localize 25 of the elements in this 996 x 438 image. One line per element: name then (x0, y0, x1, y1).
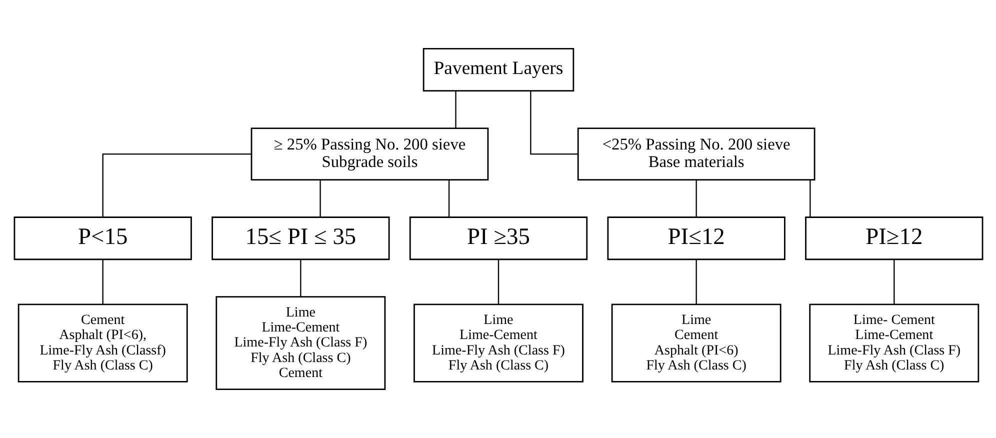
connector (300, 260, 301, 297)
connector (530, 91, 578, 155)
connector (448, 180, 450, 217)
node-box: PI≥12 (804, 216, 983, 260)
connector (695, 180, 696, 217)
node-box: ≥ 25% Passing No. 200 sieve Subgrade soils (250, 128, 488, 180)
connector (893, 260, 894, 304)
node-box: Lime Lime-Cement Lime-Fly Ash (Class F) Fly Ash (Class C) (413, 304, 583, 382)
connector (454, 91, 456, 128)
connector (102, 260, 103, 304)
connector (319, 180, 320, 217)
node-box: P<15 (13, 216, 192, 260)
node-box: Lime Lime-Cement Lime-Fly Ash (Class F) Fly Ash (Class C) Cement (215, 296, 386, 390)
node-box: <25% Passing No. 200 sieve Base materials (576, 128, 815, 180)
node-box: Lime Cement Asphalt (PI<6) Fly Ash (Class C) (610, 304, 781, 382)
node-box: Pavement Layers (422, 48, 574, 92)
node-box: Cement Asphalt (PI<6), Lime-Fly Ash (Classf) Fly Ash (Class C) (17, 304, 188, 382)
connector (497, 260, 499, 304)
node-box: PI ≥35 (408, 216, 588, 260)
connector (809, 180, 810, 217)
node-box: PI≤12 (606, 216, 785, 260)
node-box: 15≤ PI ≤ 35 (211, 216, 390, 260)
connector (102, 153, 251, 218)
node-box: Lime- Cement Lime-Cement Lime-Fly Ash (Class F) Fly Ash (Class C) (808, 304, 979, 382)
connector (695, 260, 696, 304)
